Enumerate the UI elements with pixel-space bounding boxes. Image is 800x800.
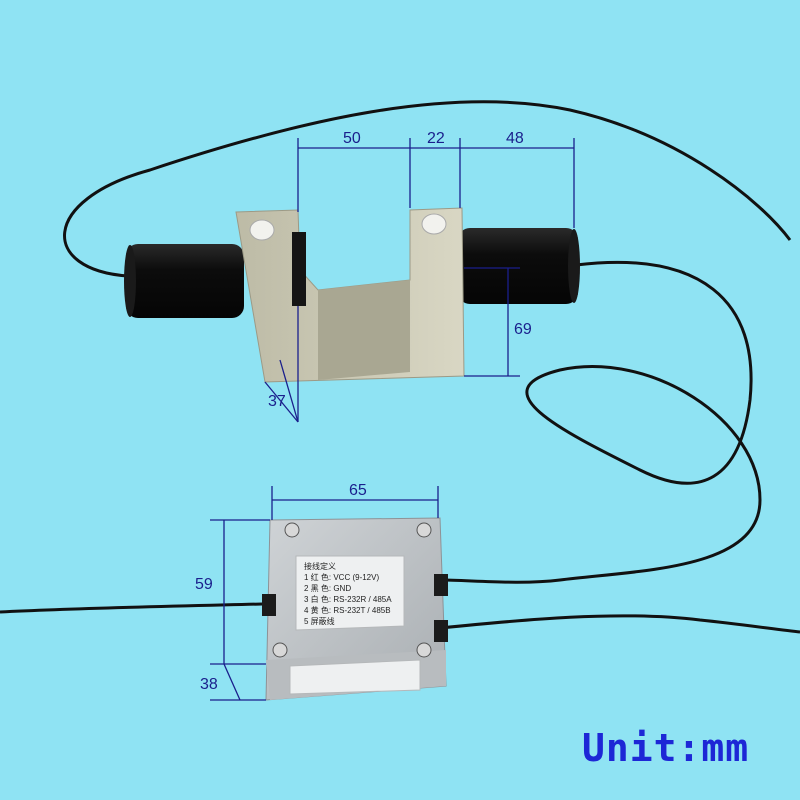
u-bracket xyxy=(235,207,465,383)
wiring-label-row-2: 2 黑 色: GND xyxy=(304,584,352,593)
dimension-65: 65 xyxy=(349,482,367,499)
unit-caption: Unit:mm xyxy=(582,726,750,770)
junction-box xyxy=(262,517,448,701)
dimension-69: 69 xyxy=(514,321,532,338)
wiring-label-title: 接线定义 xyxy=(304,562,336,571)
dimension-59: 59 xyxy=(195,576,213,593)
dimension-22: 22 xyxy=(427,130,445,147)
dimension-38: 38 xyxy=(200,676,218,693)
wiring-label-row-3: 3 白 色: RS-232R / 485A xyxy=(304,595,392,604)
wiring-label-row-1: 1 红 色: VCC (9-12V) xyxy=(304,573,380,582)
wiring-label-row-4: 4 黄 色: RS-232T / 485B xyxy=(304,606,391,615)
dimension-48: 48 xyxy=(506,130,524,147)
dimension-lines xyxy=(210,138,575,701)
left-emitter-cylinder xyxy=(124,244,244,318)
dimension-50: 50 xyxy=(343,130,361,147)
sensor-cables xyxy=(0,100,800,634)
dimension-37: 37 xyxy=(268,393,286,410)
right-receiver-cylinder xyxy=(458,228,580,304)
wiring-label-row-5: 5 屏蔽线 xyxy=(304,617,335,626)
